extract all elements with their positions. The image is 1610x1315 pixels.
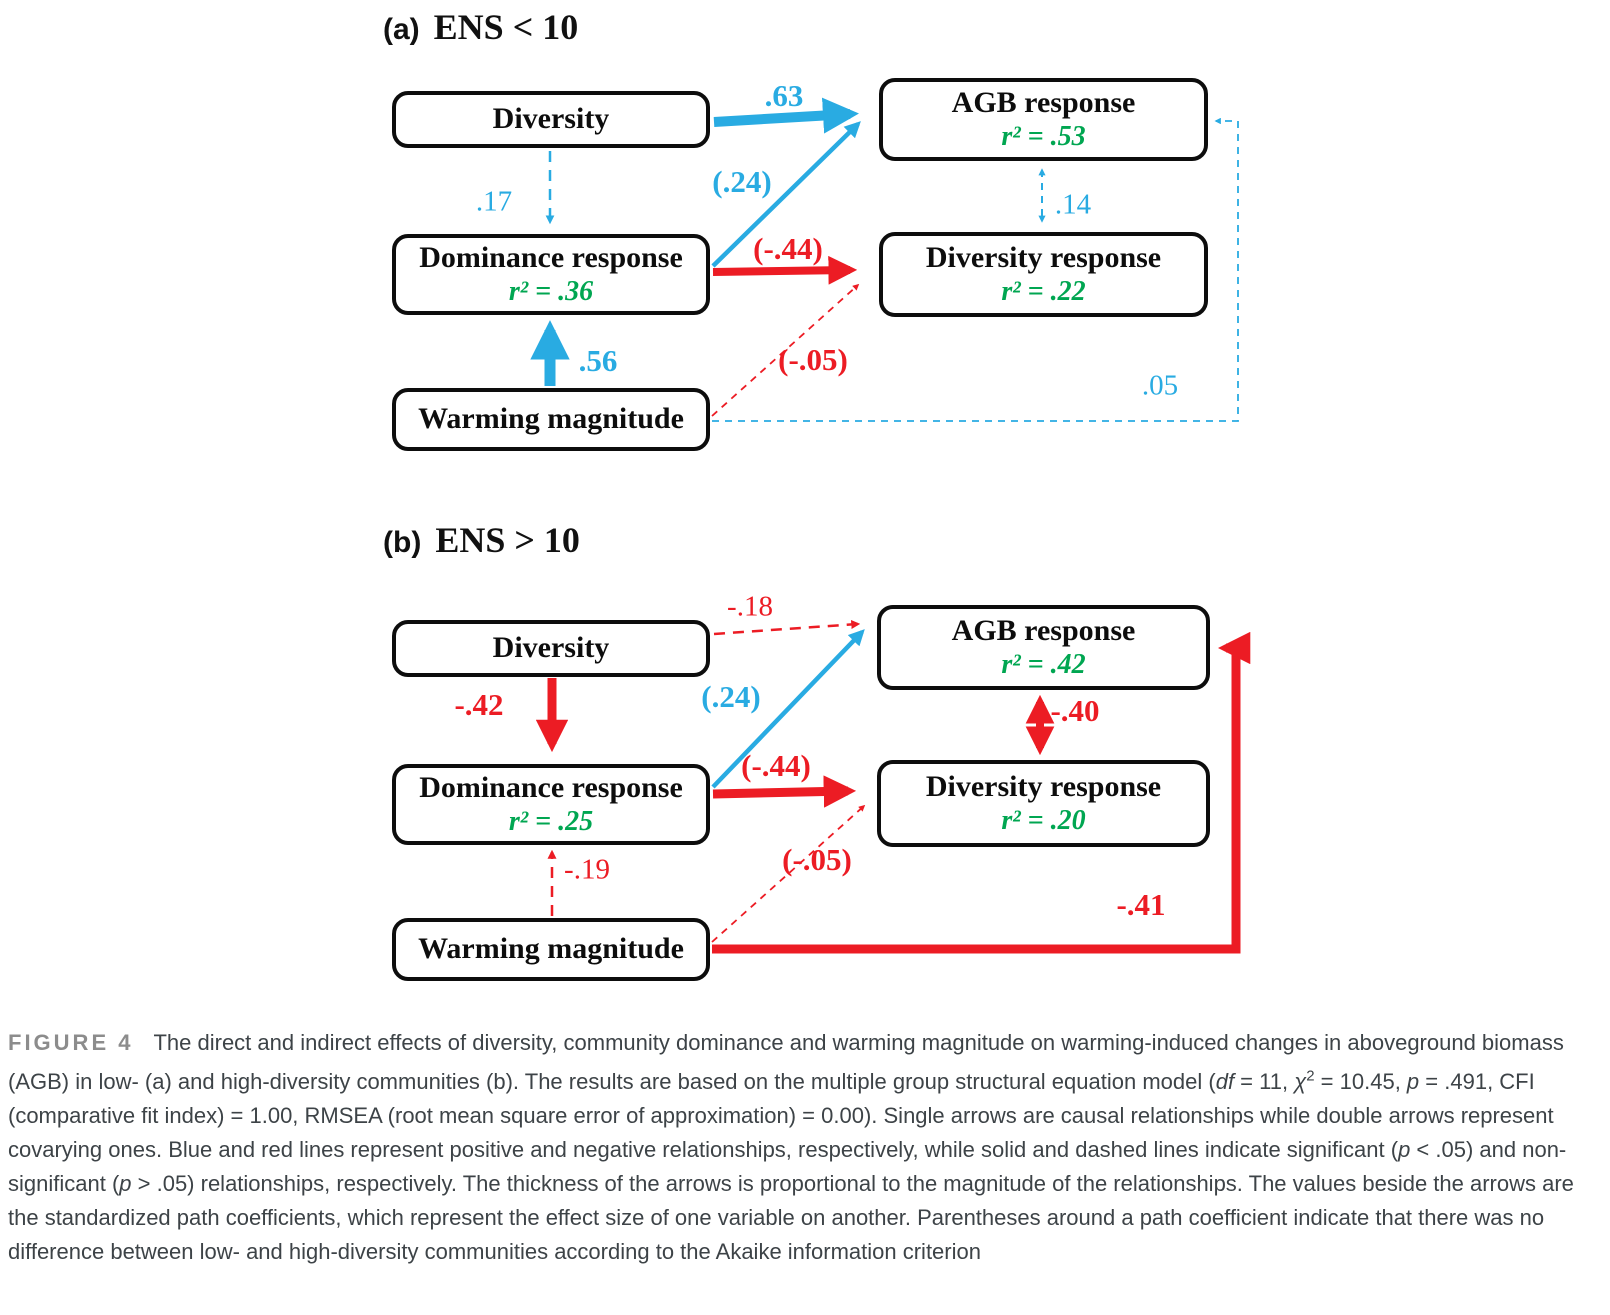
node-label: Warming magnitude: [418, 402, 684, 436]
r2-value: r² = .36: [508, 275, 594, 307]
arrow-b-warming-agb: [712, 631, 1251, 954]
coef-b-diversity-dominance: -.42: [454, 687, 504, 722]
coef-b-warming-dominance: -.19: [564, 853, 610, 886]
node-label: Diversity response: [925, 241, 1162, 275]
node-dominance-response-b: Dominance response r² = .25: [392, 764, 710, 845]
node-warming-magnitude-b: Warming magnitude: [392, 918, 710, 981]
arrow-a-warming-divresp: [711, 283, 860, 417]
r2-value: r² = .22: [1001, 275, 1086, 307]
panel-b-label: (b): [383, 526, 422, 559]
node-diversity-a: Diversity: [392, 91, 710, 148]
node-label: Diversity: [492, 631, 610, 665]
coef-b-agb-divresp: -.40: [1050, 693, 1100, 728]
panel-a-label: (a): [383, 13, 420, 46]
node-label: AGB response: [951, 614, 1136, 648]
r2-value: r² = .53: [1001, 120, 1086, 152]
coef-a-dominance-agb: (.24): [712, 164, 772, 199]
arrow-b-diversity-agb: [713, 619, 861, 636]
arrow-a-diversity-agb: [713, 97, 859, 134]
node-label: AGB response: [951, 86, 1136, 120]
node-agb-response-b: AGB response r² = .42: [877, 605, 1210, 690]
node-warming-magnitude-a: Warming magnitude: [392, 388, 710, 451]
arrow-a-warming-agb: [712, 117, 1239, 422]
arrow-a-dominance-divresp: [712, 255, 858, 285]
coef-a-diversity-dominance: .17: [475, 185, 513, 218]
arrow-b-dominance-agb: [711, 629, 865, 789]
coef-b-dominance-agb: (.24): [701, 679, 761, 714]
panel-a-title: ENS < 10: [433, 7, 579, 47]
arrow-b-dominance-divresp: [712, 775, 857, 808]
node-label: Dominance response: [419, 771, 683, 805]
coef-a-warming-agb: .05: [1141, 369, 1179, 402]
panel-b-title: ENS > 10: [435, 520, 580, 560]
r2-value: r² = .42: [1001, 648, 1086, 680]
node-label: Diversity: [492, 102, 610, 136]
coef-b-diversity-agb: -.18: [727, 590, 773, 623]
node-diversity-response-a: Diversity response r² = .22: [879, 232, 1208, 317]
coef-b-dominance-divresp: (-.44): [741, 748, 811, 783]
node-label: Warming magnitude: [418, 932, 684, 966]
r2-value: r² = .20: [1001, 804, 1086, 836]
coef-a-agb-divresp: .14: [1054, 188, 1092, 221]
node-diversity-response-b: Diversity response r² = .20: [877, 760, 1210, 847]
coef-a-warming-dominance: .56: [578, 343, 618, 378]
node-diversity-b: Diversity: [392, 620, 710, 677]
node-label: Dominance response: [419, 241, 683, 275]
node-label: Diversity response: [925, 770, 1162, 804]
r2-value: r² = .25: [508, 805, 594, 837]
figure-caption-text: The direct and indirect effects of diver…: [8, 1030, 1574, 1265]
node-dominance-response-a: Dominance response r² = .36: [392, 234, 710, 315]
figure-caption-label: FIGURE 4: [8, 1030, 134, 1055]
coef-a-diversity-agb: .63: [764, 78, 804, 113]
panel-b-header: (b) ENS > 10: [383, 519, 580, 561]
panel-a-header: (a) ENS < 10: [383, 6, 578, 48]
coef-a-dominance-divresp: (-.44): [753, 231, 823, 266]
arrow-a-dominance-agb: [711, 121, 861, 268]
coef-a-warming-divresp: (-.05): [778, 342, 848, 377]
coef-b-warming-agb: -.41: [1116, 887, 1166, 922]
coef-b-warming-divresp: (-.05): [782, 842, 852, 877]
arrow-b-warming-divresp: [711, 804, 866, 943]
node-agb-response-a: AGB response r² = .53: [879, 78, 1208, 161]
